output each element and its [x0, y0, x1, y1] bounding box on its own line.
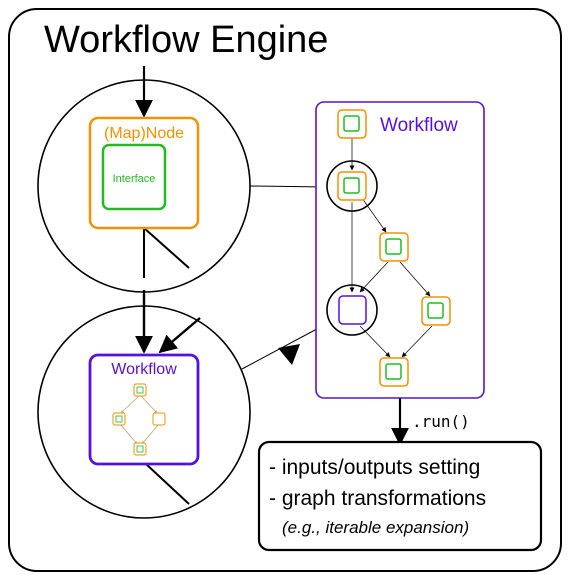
engine-output-line-3: (e.g., iterable expansion)	[282, 518, 469, 537]
engine-output-line-1: - inputs/outputs setting	[269, 456, 480, 479]
nested-workflow-chord	[145, 463, 190, 505]
workflow-node-4	[338, 295, 367, 325]
map-node-connector	[249, 185, 327, 188]
floating-arrowhead	[278, 344, 300, 365]
mini-node-right	[152, 412, 166, 426]
workflow-node-2-highlight-circle	[326, 160, 378, 212]
nested-workflow-label: Workflow	[111, 361, 177, 378]
nested-workflow-input-arrow-right	[158, 317, 201, 354]
nested-workflow-mini-graph	[112, 383, 166, 456]
nested-workflow-box	[88, 353, 200, 466]
run-call-label: .run()	[412, 412, 470, 431]
workflow-node-2	[337, 171, 367, 201]
map-node-label: (Map)Node	[104, 125, 184, 142]
engine-output-line-2: - graph transformations	[269, 487, 486, 510]
interface-box	[101, 143, 167, 211]
engine-title: Workflow Engine	[44, 19, 328, 61]
workflow-node-5	[421, 296, 451, 326]
workflow-node-3	[379, 232, 409, 262]
map-node-chord-right	[143, 227, 190, 269]
engine-output-box	[257, 440, 543, 552]
workflow-node-4-highlight-circle	[326, 284, 378, 336]
workflow-node-1	[337, 109, 367, 139]
workflow-panel-label: Workflow	[380, 115, 458, 136]
interface-label: Interface	[113, 173, 156, 185]
workflow-node-6	[379, 357, 409, 387]
